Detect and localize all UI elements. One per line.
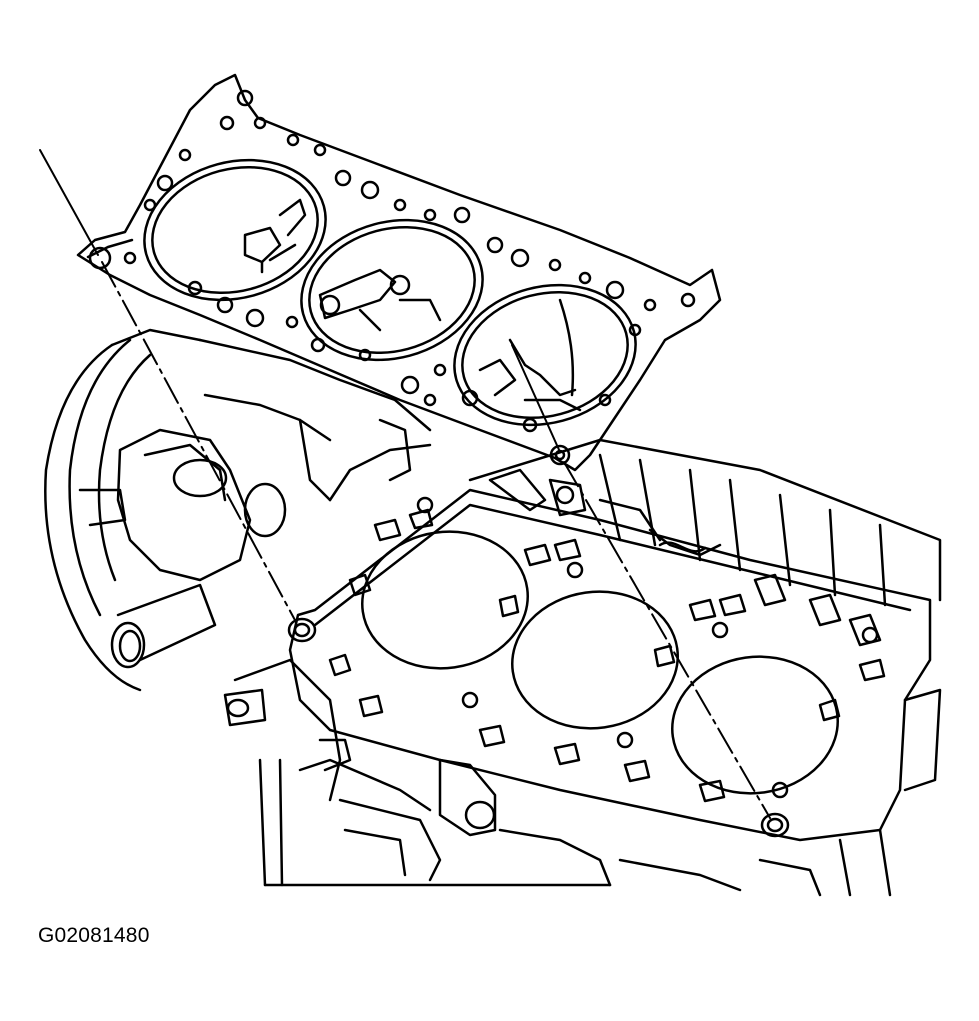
head-gasket-icon (76, 73, 722, 472)
engine-block-icon (44, 328, 942, 897)
locating-dowel-icon (287, 617, 790, 838)
alignment-guide-lines (39, 149, 771, 819)
figure-code: G02081480 (38, 924, 150, 947)
